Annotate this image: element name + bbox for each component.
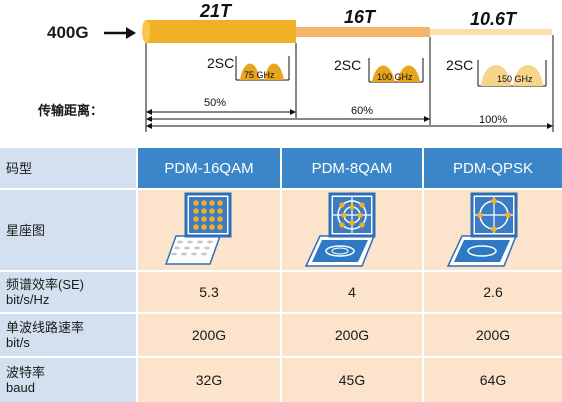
- capacity-label-1: 21T: [200, 1, 232, 21]
- row-label-unit: bit/s/Hz: [6, 292, 50, 307]
- spacing-label-2: 100 GHz: [377, 72, 413, 82]
- rate-qpsk: 200G: [424, 314, 562, 356]
- capacity-label-2: 16T: [344, 7, 376, 27]
- row-label-text: 波特率: [6, 365, 46, 380]
- se-qpsk: 2.6: [424, 272, 562, 312]
- row-label-unit: baud: [6, 380, 35, 395]
- row-label-format: 码型: [0, 148, 136, 188]
- subcarrier-label-3: 2SC: [446, 57, 474, 73]
- baud-16qam: 32G: [138, 358, 280, 402]
- reach-label-3: 100%: [479, 114, 508, 126]
- baud-8qam: 45G: [282, 358, 422, 402]
- rate-16qam: 200G: [138, 314, 280, 356]
- input-rate-label: 400G: [47, 23, 89, 42]
- spacing-label-3: 150 GHz: [497, 74, 533, 84]
- row-label-text: 单波线路速率: [6, 320, 85, 335]
- row-label-rate: 单波线路速率 bit/s: [0, 314, 136, 356]
- capacity-bar-21t: [146, 20, 296, 43]
- column-header-qpsk: PDM-QPSK: [424, 148, 562, 188]
- column-header-16qam: PDM-16QAM: [138, 148, 280, 188]
- capacity-bar-10-6t: [430, 29, 552, 35]
- row-label-text: 星座图: [6, 222, 46, 238]
- row-label-constellation: 星座图: [0, 190, 136, 270]
- constellation-8qam-image: [304, 192, 376, 267]
- se-8qam: 4: [282, 272, 422, 312]
- reach-label-2: 60%: [351, 105, 374, 117]
- row-label-se: 频谱效率(SE) bit/s/Hz: [0, 272, 136, 312]
- column-header-8qam: PDM-8QAM: [282, 148, 422, 188]
- capacity-bar-cap: [142, 20, 150, 43]
- subcarrier-label-1: 2SC: [207, 55, 235, 71]
- modulation-table: 码型 星座图 频谱效率(SE) bit/s/Hz 单波线路速率 bit/s 波特…: [0, 148, 562, 402]
- reach-arrow-60: [146, 116, 430, 122]
- row-label-text: 码型: [6, 160, 33, 176]
- constellation-8qam-cell: [282, 190, 422, 270]
- se-16qam: 5.3: [138, 272, 280, 312]
- input-arrow: [104, 27, 136, 39]
- reach-arrow-50: [146, 109, 296, 115]
- baud-qpsk: 64G: [424, 358, 562, 402]
- capacity-bar-16t: [296, 27, 430, 37]
- spectrum-75ghz: [235, 56, 290, 81]
- constellation-16qam-image: [164, 192, 232, 265]
- spectrum-150ghz: [477, 60, 547, 87]
- rate-8qam: 200G: [282, 314, 422, 356]
- constellation-qpsk-cell: [424, 190, 562, 270]
- distance-label: 传输距离：: [38, 103, 104, 118]
- row-label-text: 频谱效率(SE): [6, 277, 85, 292]
- spectrum-100ghz: [368, 58, 424, 83]
- subcarrier-label-2: 2SC: [334, 57, 362, 73]
- constellation-qpsk-image: [446, 192, 518, 267]
- row-label-baud: 波特率 baud: [0, 358, 136, 402]
- capacity-label-3: 10.6T: [470, 9, 517, 29]
- capacity-reach-diagram: [104, 20, 554, 132]
- reach-label-1: 50%: [204, 97, 227, 109]
- row-label-unit: bit/s: [6, 335, 30, 350]
- reach-arrow-100: [146, 123, 553, 129]
- constellation-16qam-cell: [138, 190, 280, 270]
- spacing-label-1: 75 GHz: [244, 70, 275, 80]
